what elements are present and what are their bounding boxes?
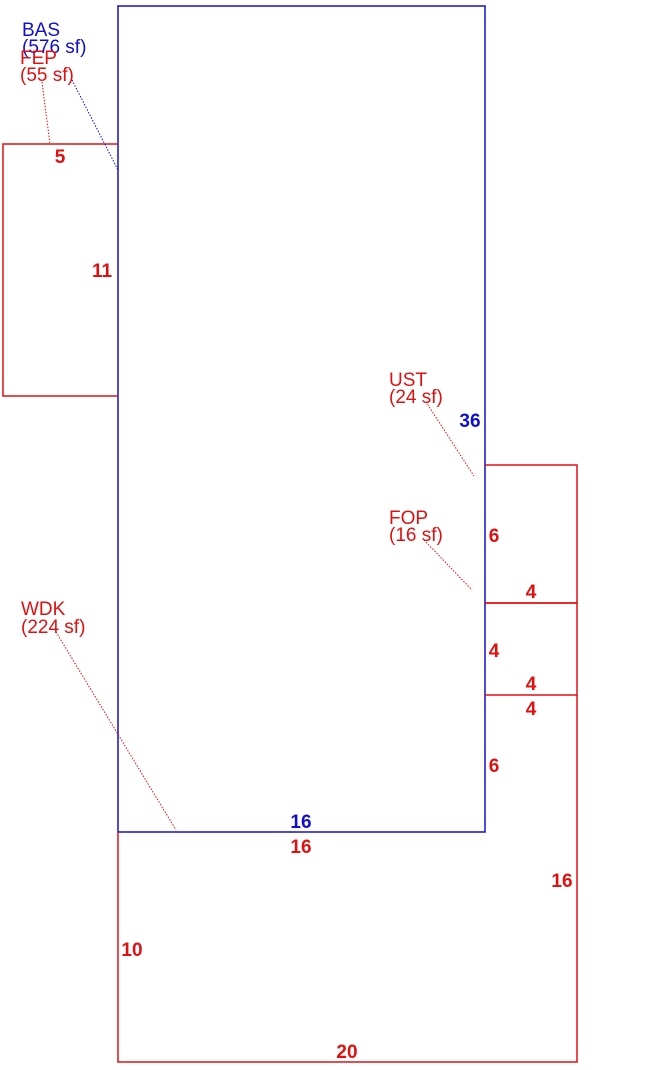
dim-fep-height: 11 bbox=[92, 261, 113, 282]
fep-area: (55 sf) bbox=[20, 65, 74, 86]
dim-fop-height: 4 bbox=[489, 641, 500, 662]
fep-leader bbox=[41, 81, 51, 145]
bas-label: BAS bbox=[22, 20, 60, 41]
wdk-area: (224 sf) bbox=[21, 617, 85, 638]
dim-bas-width: 16 bbox=[290, 812, 311, 833]
bas-leader bbox=[71, 79, 119, 171]
fop-area: (16 sf) bbox=[389, 525, 443, 546]
dim-ust-width: 4 bbox=[526, 582, 537, 603]
dim-wdk-bottom: 20 bbox=[336, 1042, 357, 1063]
fop-outline bbox=[485, 602, 578, 696]
bas-area: (576 sf) bbox=[22, 37, 86, 58]
bas-outline bbox=[117, 5, 486, 833]
dim-fop-width-bottom: 4 bbox=[526, 699, 537, 720]
fep-label: FEP bbox=[20, 48, 57, 69]
wdk-label: WDK bbox=[21, 599, 66, 620]
dim-fop-width-top: 4 bbox=[526, 674, 537, 695]
dim-wdk-top: 16 bbox=[290, 837, 311, 858]
ust-label: UST bbox=[389, 370, 427, 391]
dim-fep-width: 5 bbox=[55, 147, 66, 168]
dim-wdk-right: 16 bbox=[551, 871, 572, 892]
wdk-outline bbox=[117, 695, 578, 1063]
ust-area: (24 sf) bbox=[389, 387, 443, 408]
dim-ust-height: 6 bbox=[489, 526, 500, 547]
dim-lower-right-height: 6 bbox=[489, 756, 500, 777]
fop-label: FOP bbox=[389, 508, 428, 529]
fep-outline bbox=[2, 143, 118, 397]
fop-leader bbox=[423, 539, 473, 591]
dim-wdk-left: 10 bbox=[121, 940, 142, 961]
dim-bas-height: 36 bbox=[459, 411, 480, 432]
wdk-leader bbox=[55, 631, 177, 831]
